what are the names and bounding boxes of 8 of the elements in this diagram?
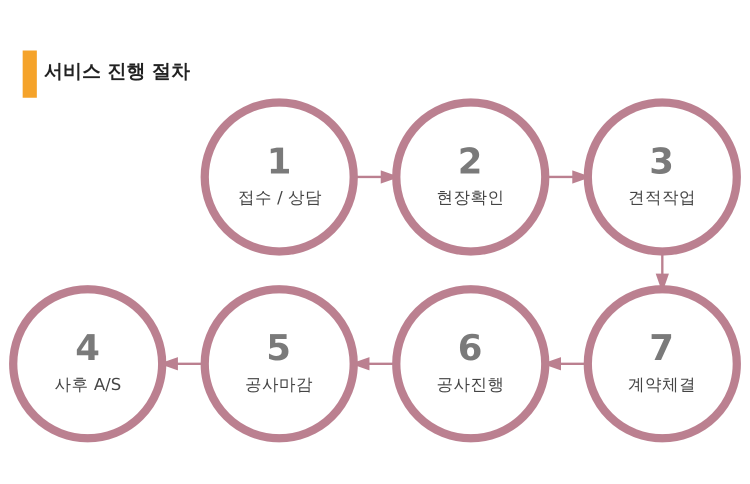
diagram-title: 서비스 진행 절차	[44, 60, 190, 82]
node-circle: 7 계약체결	[584, 285, 741, 442]
node-circle: 2 현장확인	[392, 98, 550, 256]
node-circle: 5 공사마감	[200, 285, 358, 442]
node-circle: 1 접수 / 상담	[200, 98, 358, 256]
node-circle: 6 공사진행	[392, 285, 550, 442]
node-circle: 4 사후 A/S	[9, 285, 166, 442]
node-circle: 3 견적작업	[584, 98, 741, 256]
